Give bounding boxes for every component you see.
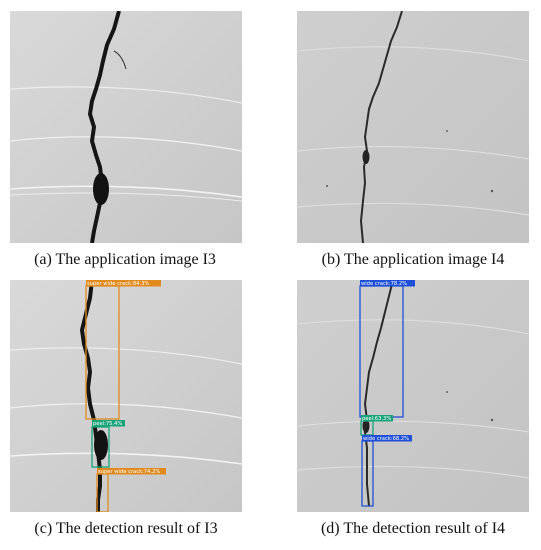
detection-label-6: wide crack:68.2% [363,436,409,442]
caption-c: (c) The detection result of I3 [34,520,218,537]
detection-box-1: super wide crack:84.3% [85,280,161,420]
detection-label-4: wide crack:78.2% [361,281,407,287]
crack-path [360,11,403,243]
panel-a-image [10,11,242,243]
detection-box-6: wide crack:68.2% [361,435,412,507]
detection-box-2: peel:75.4% [91,420,125,468]
caption-b: (b) The application image I4 [321,251,505,268]
detection-box-3: super wide crack:74.2% [96,468,166,512]
panel-b-image [297,11,529,243]
detection-label-2: peel:75.4% [93,421,122,427]
panel-d-image: wide crack:78.2% peel:63.3% wide crack:6… [297,280,529,512]
panel-c-image: super wide crack:84.3% peel:75.4% super … [10,280,242,512]
caption-a: (a) The application image I3 [34,251,216,268]
detection-label-1: super wide crack:84.3% [87,281,149,287]
detection-label-3: super wide crack:74.2% [98,469,160,475]
caption-d: (d) The detection result of I4 [320,520,506,537]
crack-path [88,11,121,243]
detection-label-5: peel:63.3% [362,416,391,422]
